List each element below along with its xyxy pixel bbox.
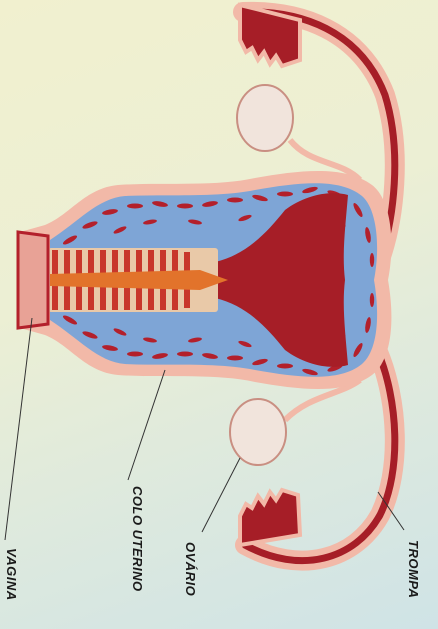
ovary-upper bbox=[237, 85, 293, 151]
label-ovario: OVÁRIO bbox=[183, 542, 198, 596]
label-trompa: TROMPA bbox=[406, 540, 421, 598]
label-vagina: VAGINA bbox=[4, 548, 19, 601]
vaginal-opening bbox=[18, 232, 48, 328]
label-colo-uterino: COLO UTERINO bbox=[130, 486, 145, 592]
fimbria-lower bbox=[240, 490, 300, 545]
ovary-lower bbox=[230, 399, 286, 465]
